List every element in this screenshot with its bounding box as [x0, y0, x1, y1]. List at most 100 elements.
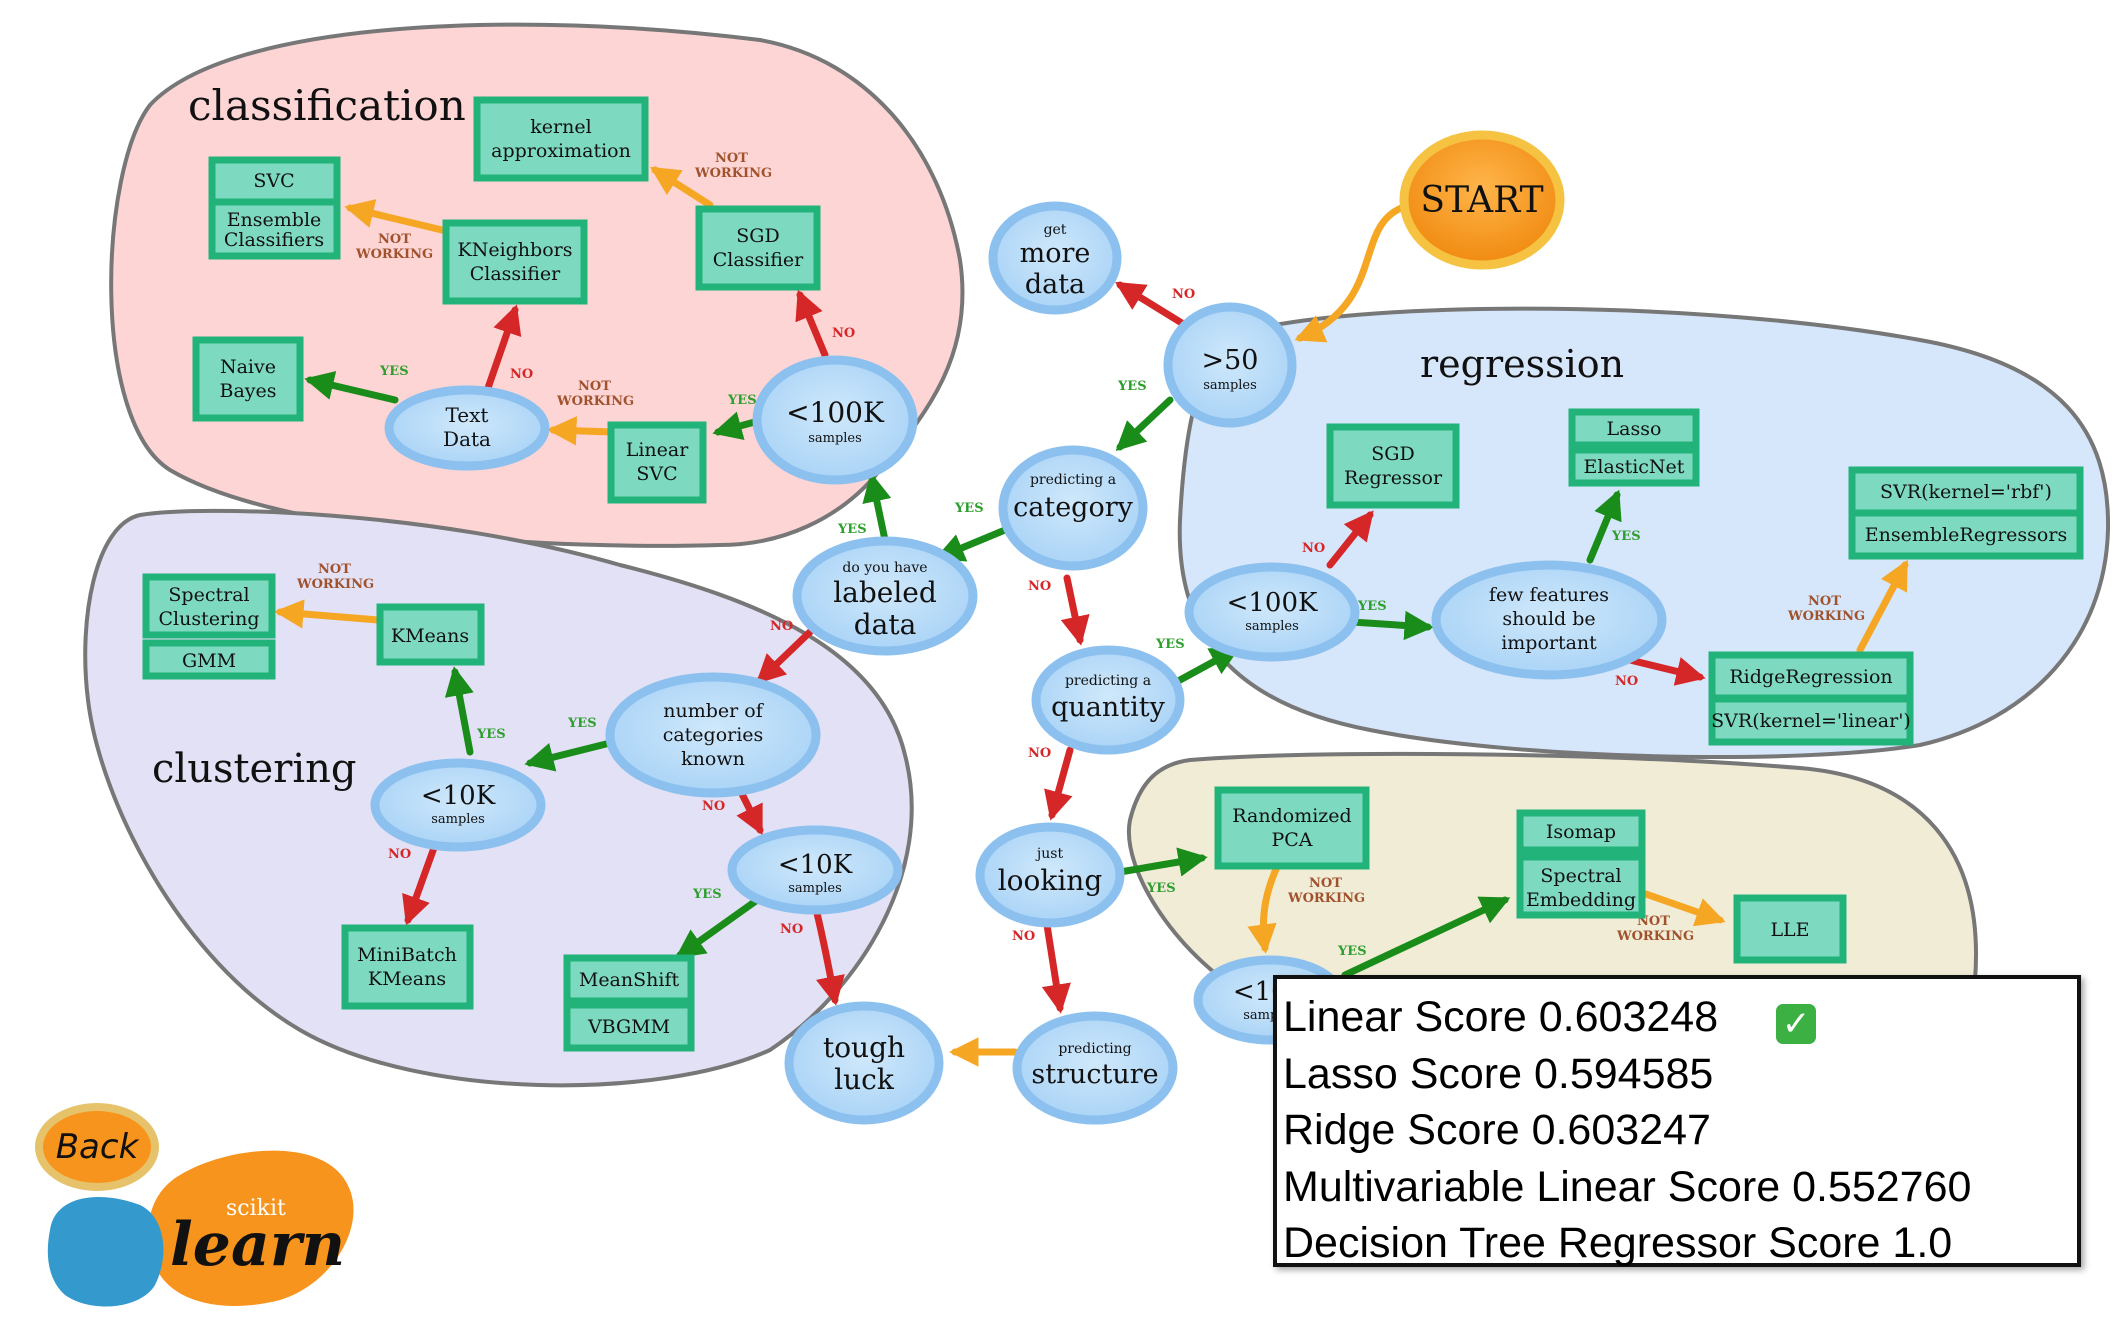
label-no-minibatch: NO	[388, 847, 411, 862]
score-row-multivariable: Multivariable Linear Score 0.552760	[1283, 1159, 2071, 1216]
label-yes-lt10kleft: YES	[567, 716, 597, 731]
estimator-label-ridge: RidgeRegression	[1729, 666, 1892, 688]
estimator-label-sgdclf-1: SGD	[736, 225, 779, 247]
estimator-elasticnet[interactable]	[1568, 446, 1700, 487]
node-lt100k-regression[interactable]	[1184, 562, 1360, 662]
node-lt100k-classification[interactable]	[752, 355, 918, 485]
estimator-label-linearsvc-1: Linear	[626, 439, 690, 461]
label-yes-linearsvc: YES	[727, 393, 757, 408]
estimator-naive-bayes[interactable]	[192, 336, 304, 422]
estimator-meanshift[interactable]	[563, 954, 695, 1005]
estimator-gmm[interactable]	[142, 639, 276, 680]
edge-lt100kreg-sgdreg	[1326, 510, 1374, 569]
score-row-ridge: Ridge Score 0.603247	[1283, 1102, 2071, 1159]
logo-learn-text: learn	[170, 1210, 345, 1280]
label-yes-quantity: YES	[1155, 637, 1185, 652]
node-label-lt10k-left: <10K	[421, 781, 496, 811]
node-labeled-data[interactable]	[792, 536, 978, 656]
edge-fewfeat-ridge	[1626, 656, 1706, 686]
edge-lt100k-sgdclf	[795, 289, 829, 359]
estimator-sgd-classifier[interactable]	[695, 205, 821, 291]
logo-blue-blob	[47, 1197, 164, 1307]
estimator-label-spectral-emb-1: Spectral	[1540, 865, 1621, 887]
edge-quantity-lt100kreg	[1176, 646, 1241, 684]
logo-scikit-text: scikit	[226, 1196, 286, 1221]
node-predicting-category[interactable]	[998, 445, 1148, 571]
estimator-label-elasticnet: ElasticNet	[1584, 456, 1685, 478]
estimator-label-lasso: Lasso	[1607, 418, 1662, 440]
scikit-learn-logo: scikit learn	[47, 1150, 354, 1307]
estimator-kernel-approximation[interactable]	[473, 96, 649, 182]
estimator-label-svc: SVC	[253, 170, 294, 192]
score-multivariable-text: Multivariable Linear Score 0.552760	[1283, 1162, 1972, 1211]
node-label-lt10k-left-samples: samples	[431, 812, 485, 827]
label-notworking-svc-2: WORKING	[355, 247, 433, 262]
estimator-lasso[interactable]	[1568, 408, 1700, 449]
score-row-linear: Linear Score 0.603248✓	[1283, 989, 2071, 1046]
estimator-spectral-clustering[interactable]	[142, 573, 276, 639]
estimator-spectral-embedding[interactable]	[1516, 853, 1646, 919]
label-no-lt10kmid: NO	[702, 799, 725, 814]
estimator-ensemble-regressors[interactable]	[1848, 509, 2084, 560]
estimator-label-kmeans: KMeans	[391, 625, 469, 647]
node-predicting-quantity[interactable]	[1031, 645, 1185, 755]
node-tough-luck[interactable]	[784, 1001, 944, 1125]
node-label-looking: looking	[998, 864, 1103, 897]
node-label-number-of: number of	[663, 700, 764, 722]
estimator-kmeans[interactable]	[376, 603, 485, 666]
estimator-label-kernel-1: kernel	[530, 116, 591, 138]
estimator-label-svr-linear: SVR(kernel='linear')	[1711, 710, 1911, 732]
back-button[interactable]: Back	[35, 1103, 159, 1191]
label-yes-category: YES	[1117, 379, 1147, 394]
regression-title: regression	[1420, 342, 1624, 386]
node-lt10k-clustering-mid[interactable]	[727, 825, 903, 915]
edge-quantity-justlooking	[1044, 746, 1074, 821]
node-get-more-data[interactable]	[988, 201, 1122, 315]
estimator-sgd-regressor[interactable]	[1326, 423, 1460, 509]
node-gt50-samples[interactable]	[1163, 302, 1297, 428]
estimator-ensemble-classifiers[interactable]	[208, 198, 341, 260]
estimator-randomized-pca[interactable]	[1214, 786, 1370, 870]
node-label-predicting-a-cat: predicting a	[1030, 472, 1116, 488]
node-lt10k-clustering-left[interactable]	[370, 758, 546, 852]
label-notworking-text-2: WORKING	[556, 394, 634, 409]
edge-text-naive	[304, 371, 399, 404]
node-label-labeled-data: data	[854, 608, 917, 641]
edge-labeled-numcats	[755, 626, 816, 685]
estimator-linear-svc[interactable]	[607, 421, 707, 504]
check-icon: ✓	[1776, 1004, 1817, 1044]
estimator-vbgmm[interactable]	[563, 1001, 695, 1052]
node-just-looking[interactable]	[975, 822, 1125, 928]
node-label-lt10k-mid: <10K	[778, 850, 853, 880]
node-label-tough: tough	[823, 1031, 905, 1064]
estimator-svr-linear[interactable]	[1708, 695, 1914, 746]
edge-kmeans-spectral	[274, 599, 382, 629]
node-number-of-categories[interactable]	[605, 672, 821, 798]
node-label-gt50-samples: samples	[1203, 378, 1257, 393]
estimator-label-minibatch-2: KMeans	[368, 968, 446, 990]
edge-numcats-lt10kmid	[736, 786, 764, 836]
edge-labeled-lt100k	[862, 472, 892, 544]
scores-panel: Linear Score 0.603248✓ Lasso Score 0.594…	[1273, 975, 2081, 1267]
estimator-minibatch-kmeans[interactable]	[341, 924, 474, 1010]
estimator-label-ensemble-reg: EnsembleRegressors	[1865, 524, 2067, 546]
label-no-ridge: NO	[1615, 674, 1638, 689]
node-label-labeled: labeled	[833, 576, 937, 609]
estimator-lle[interactable]	[1733, 894, 1847, 964]
start-node[interactable]	[1399, 130, 1565, 270]
edge-lt10kmid-meanshift	[675, 894, 764, 959]
label-yes-fewfeat: YES	[1357, 599, 1387, 614]
edge-kneighbors-svc	[344, 199, 446, 234]
label-notworking-lle-2: WORKING	[1616, 929, 1694, 944]
label-yes-labeled: YES	[954, 501, 984, 516]
node-predicting-structure[interactable]	[1012, 1011, 1178, 1125]
node-label-quantity: quantity	[1051, 692, 1165, 723]
estimator-isomap[interactable]	[1516, 809, 1646, 854]
label-no-kneighbors: NO	[510, 367, 533, 382]
node-label-text-data: Data	[443, 427, 491, 451]
node-few-features[interactable]	[1431, 560, 1667, 680]
estimator-kneighbors-classifier[interactable]	[442, 219, 588, 305]
node-text-data[interactable]	[384, 385, 550, 471]
node-label-lt100k-reg: <100K	[1227, 588, 1318, 618]
